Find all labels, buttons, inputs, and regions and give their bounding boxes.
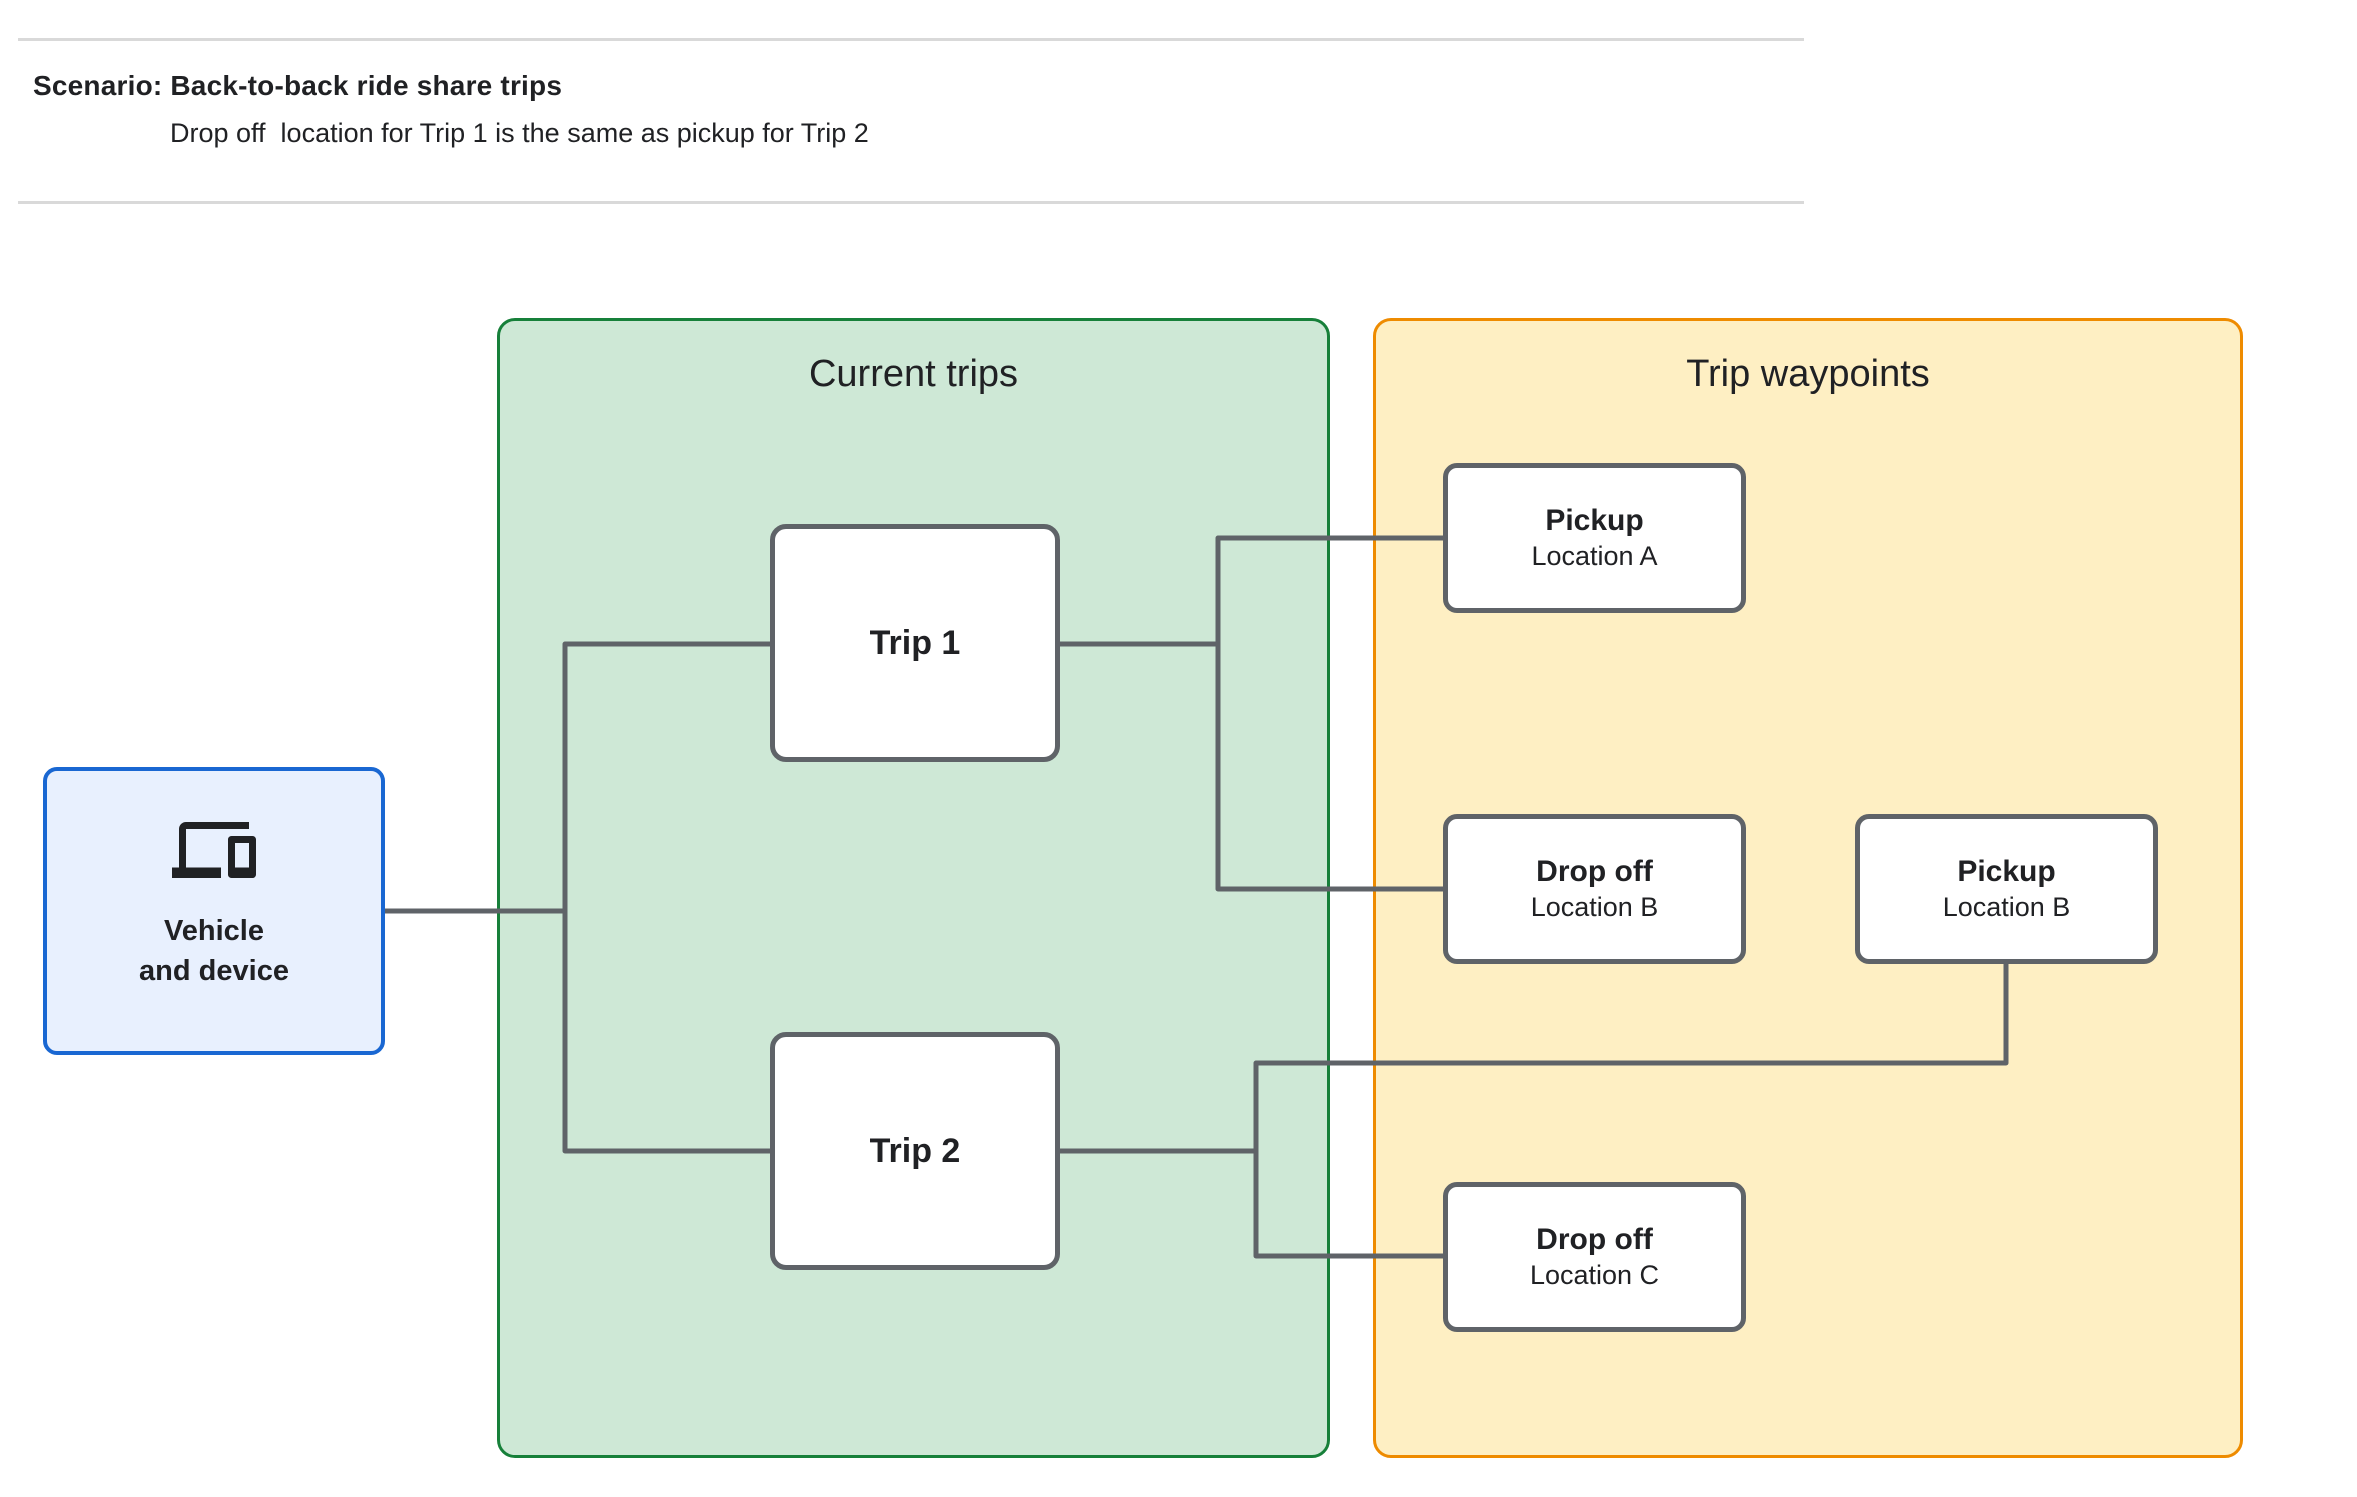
devices-icon — [172, 807, 256, 893]
waypoint-subtitle: Location B — [1530, 892, 1659, 923]
vehicle-device-node: Vehicle and device — [43, 767, 385, 1055]
vehicle-label-line2: and device — [139, 955, 289, 988]
waypoint-subtitle: Location B — [1942, 892, 2071, 923]
trip1-label: Trip 1 — [869, 623, 961, 662]
waypoint-title: Pickup — [1957, 854, 2056, 888]
waypoint-title: Drop off — [1536, 854, 1653, 888]
vehicle-device-label: Vehicle and device — [139, 911, 289, 991]
trip2-node: Trip 2 — [770, 1032, 1060, 1270]
current-trips-heading: Current trips — [808, 353, 1019, 395]
header-divider — [18, 201, 1804, 204]
waypoint-subtitle: Location C — [1529, 1260, 1660, 1291]
page-title: Scenario: Back-to-back ride share trips — [33, 70, 563, 101]
waypoint-pickup-location-b: Pickup Location B — [1855, 814, 2158, 964]
vehicle-label-line1: Vehicle — [164, 915, 264, 947]
trip1-node: Trip 1 — [770, 524, 1060, 762]
waypoint-title: Pickup — [1545, 503, 1644, 537]
waypoint-subtitle: Location A — [1531, 541, 1658, 572]
top-divider — [18, 38, 1804, 41]
trip-waypoints-heading: Trip waypoints — [1686, 353, 1930, 395]
waypoint-dropoff-location-b: Drop off Location B — [1443, 814, 1746, 964]
waypoint-title: Drop off — [1536, 1222, 1653, 1256]
page-subtitle: Drop off location for Trip 1 is the same… — [170, 118, 869, 148]
trip2-label: Trip 2 — [869, 1131, 961, 1170]
current-trips-panel: Current trips — [497, 318, 1330, 1458]
waypoint-pickup-location-a: Pickup Location A — [1443, 463, 1746, 613]
waypoint-dropoff-location-c: Drop off Location C — [1443, 1182, 1746, 1332]
